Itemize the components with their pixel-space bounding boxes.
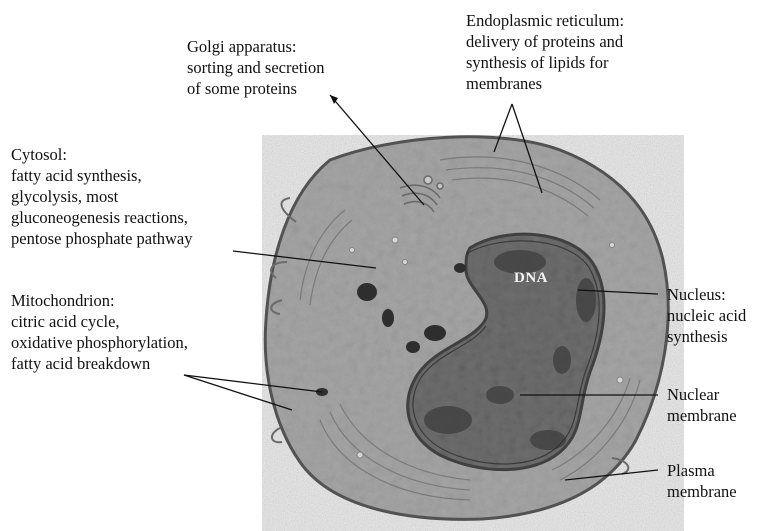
plasma-membrane-desc: membrane	[667, 481, 737, 502]
golgi-desc-1: sorting and secretion	[187, 57, 324, 78]
plasma-membrane-title: Plasma	[667, 460, 737, 481]
cytosol-label: Cytosol: fatty acid synthesis, glycolysi…	[11, 144, 192, 249]
golgi-title: Golgi apparatus:	[187, 36, 324, 57]
cytosol-title: Cytosol:	[11, 144, 192, 165]
nucleus-desc-1: nucleic acid	[667, 305, 746, 326]
er-desc-2: synthesis of lipids for	[466, 52, 624, 73]
nuclear-membrane-label: Nuclear membrane	[667, 384, 737, 426]
mitochondrion-title: Mitochondrion:	[11, 290, 188, 311]
golgi-desc-2: of some proteins	[187, 78, 324, 99]
golgi-label: Golgi apparatus: sorting and secretion o…	[187, 36, 324, 99]
er-desc-3: membranes	[466, 73, 624, 94]
dna-label: DNA	[514, 270, 548, 287]
er-title: Endoplasmic reticulum:	[466, 10, 624, 31]
mitochondrion-desc-1: citric acid cycle,	[11, 311, 188, 332]
mitochondrion-desc-2: oxidative phosphorylation,	[11, 332, 188, 353]
nucleus-label: Nucleus: nucleic acid synthesis	[667, 284, 746, 347]
cytosol-desc-4: pentose phosphate pathway	[11, 228, 192, 249]
nucleus-desc-2: synthesis	[667, 326, 746, 347]
nuclear-membrane-title: Nuclear	[667, 384, 737, 405]
nuclear-membrane-desc: membrane	[667, 405, 737, 426]
nucleus-title: Nucleus:	[667, 284, 746, 305]
cytosol-desc-3: gluconeogenesis reactions,	[11, 207, 192, 228]
cytosol-desc-1: fatty acid synthesis,	[11, 165, 192, 186]
er-label: Endoplasmic reticulum: delivery of prote…	[466, 10, 624, 94]
mitochondrion-desc-3: fatty acid breakdown	[11, 353, 188, 374]
er-desc-1: delivery of proteins and	[466, 31, 624, 52]
cytosol-desc-2: glycolysis, most	[11, 186, 192, 207]
mitochondrion-label: Mitochondrion: citric acid cycle, oxidat…	[11, 290, 188, 374]
plasma-membrane-label: Plasma membrane	[667, 460, 737, 502]
